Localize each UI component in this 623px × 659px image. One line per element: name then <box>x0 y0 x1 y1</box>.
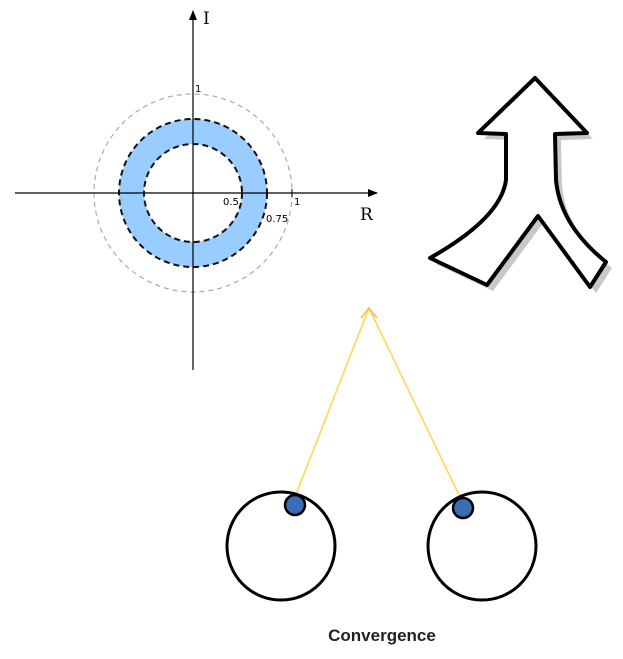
imag-axis-label: I <box>203 9 210 29</box>
right-eye-ray <box>368 307 461 498</box>
right-eyeball <box>426 490 538 602</box>
right-pupil <box>451 496 475 520</box>
annulus-region <box>119 119 267 267</box>
eye-convergence-diagram <box>225 306 538 602</box>
tick-label-outer: 0.75 <box>266 214 288 225</box>
merge-arrow-body <box>428 76 608 289</box>
tick-label-unit-y: 1 <box>195 84 201 95</box>
convergence-caption: Convergence <box>328 626 436 645</box>
complex-plane-diagram: I R 1 0.5 1 0.75 <box>15 9 378 370</box>
merge-arrow-icon <box>428 76 612 293</box>
left-pupil <box>283 493 307 517</box>
left-eyeball <box>225 490 337 602</box>
left-eye-ray <box>294 307 370 498</box>
real-axis-label: R <box>360 205 374 225</box>
tick-label-unit-x: 1 <box>294 197 300 208</box>
tick-label-inner: 0.5 <box>223 197 239 208</box>
focus-point-arrowhead <box>360 306 378 319</box>
